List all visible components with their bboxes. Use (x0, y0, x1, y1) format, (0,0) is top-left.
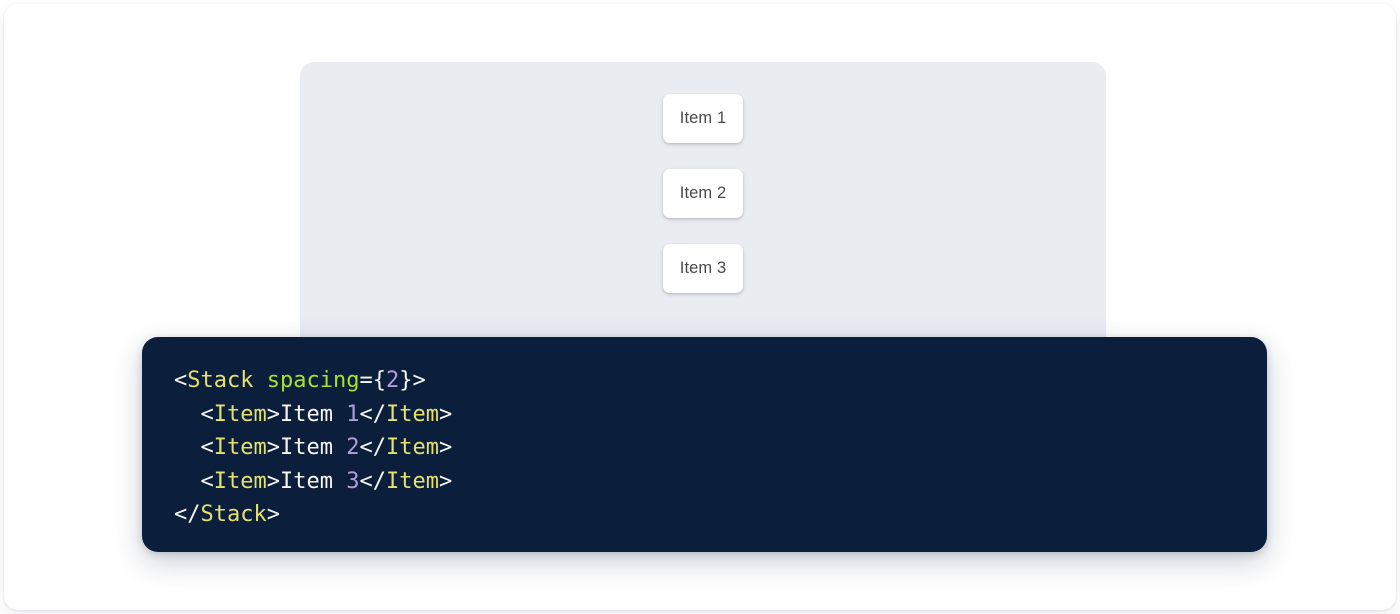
code-token-text: Item (279, 468, 347, 494)
code-token-punct: > (438, 468, 453, 494)
outer-card: Item 1 Item 2 Item 3 <Stack spacing={2}>… (4, 4, 1396, 610)
code-token-punct: < (200, 435, 214, 460)
code-token-tag: Item (213, 401, 267, 427)
code-token-tag: Item (385, 468, 439, 494)
code-token-punct: ={ (359, 368, 386, 393)
code-token-punct: > (266, 435, 280, 460)
stack-container: Item 1 Item 2 Item 3 (300, 62, 1106, 293)
code-token-punct: </ (359, 468, 386, 494)
code-token-tag: Item (213, 435, 267, 460)
stack-item[interactable]: Item 2 (663, 169, 743, 218)
code-token-punct: > (266, 502, 280, 527)
code-snippet-block[interactable]: <Stack spacing={2}> <Item>Item 1</Item> … (142, 337, 1267, 552)
code-token-tag: Item (385, 435, 439, 460)
code-token-num: 1 (346, 401, 360, 427)
code-token-tag: Item (213, 468, 267, 494)
code-token-tag: Item (385, 401, 439, 427)
code-token-punct: > (438, 401, 453, 427)
code-token-text: Item (279, 401, 347, 427)
code-token-num: 2 (385, 368, 400, 393)
code-token-attr: spacing (266, 368, 360, 393)
code-token-punct: < (200, 468, 214, 494)
code-token-punct: > (266, 401, 280, 427)
code-token-punct: </ (359, 435, 386, 460)
code-snippet-text: <Stack spacing={2}> <Item>Item 1</Item> … (174, 364, 1235, 532)
code-token-num: 2 (346, 435, 360, 460)
stack-item[interactable]: Item 1 (663, 94, 743, 143)
code-token-punct: </ (359, 401, 386, 427)
code-token-tag: Stack (187, 368, 254, 393)
component-preview-panel: Item 1 Item 2 Item 3 (300, 62, 1106, 354)
code-token-tag: Stack (200, 502, 267, 527)
code-token-text (253, 368, 266, 393)
code-render: <Stack spacing={2}> <Item>Item 1</Item> … (174, 368, 452, 527)
code-token-punct: < (174, 368, 188, 393)
code-token-punct: </ (174, 502, 201, 527)
code-token-punct: > (266, 468, 280, 494)
code-token-punct: > (438, 435, 453, 460)
code-token-text: Item (279, 435, 347, 460)
code-token-num: 3 (346, 468, 360, 494)
stack-item[interactable]: Item 3 (663, 244, 743, 293)
code-token-punct: < (200, 401, 214, 427)
code-token-punct: }> (399, 368, 426, 393)
